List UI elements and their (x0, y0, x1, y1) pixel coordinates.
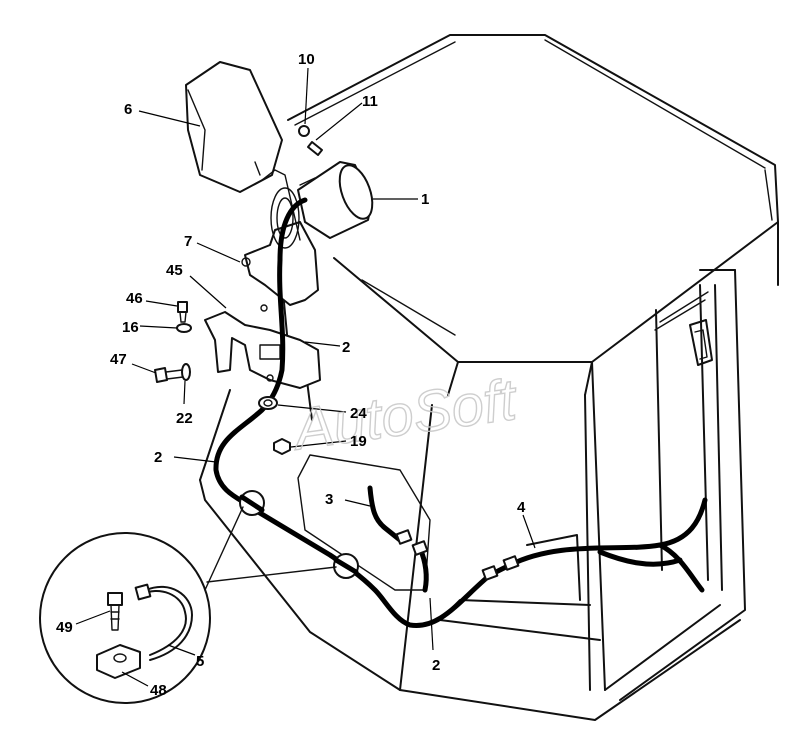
callout-7: 7 (184, 233, 192, 250)
callout-6: 6 (124, 101, 132, 118)
callout-10: 10 (298, 51, 315, 68)
callout-labels: 1 2 2 2 3 4 5 6 7 10 11 16 19 22 24 45 4… (56, 51, 526, 699)
seat-back (185, 61, 283, 193)
callout-2-bracket: 2 (342, 339, 350, 356)
detail-inset (39, 506, 337, 704)
callout-2-left: 2 (154, 449, 162, 466)
callout-22: 22 (176, 410, 193, 427)
fasteners (154, 125, 323, 455)
callout-45: 45 (166, 262, 183, 279)
callout-19: 19 (350, 433, 367, 450)
callout-24: 24 (350, 405, 367, 422)
callout-46: 46 (126, 290, 143, 307)
callout-5: 5 (196, 653, 204, 670)
wiring-harness (213, 197, 708, 629)
callout-49: 49 (56, 619, 73, 636)
callout-3: 3 (325, 491, 333, 508)
callout-47: 47 (110, 351, 127, 368)
gauge (297, 161, 374, 239)
leader-lines (75, 67, 536, 687)
callout-48: 48 (150, 682, 167, 699)
callout-4: 4 (517, 499, 526, 516)
cab-body (199, 34, 779, 721)
callout-16: 16 (122, 319, 139, 336)
callout-11: 11 (362, 93, 378, 110)
callout-2-bottom: 2 (432, 657, 440, 674)
callout-1: 1 (421, 191, 429, 208)
watermark-text: AutoSoft (287, 367, 522, 463)
